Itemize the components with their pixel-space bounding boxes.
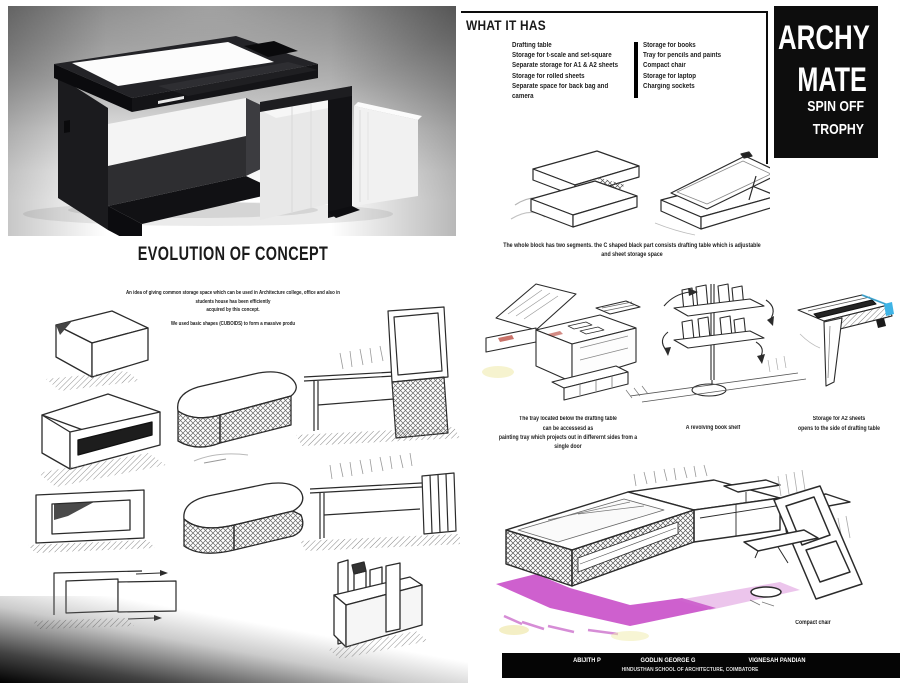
sketch-storage-unit: [482, 283, 641, 401]
desk-3d-render: [23, 36, 422, 236]
sketch-cuboid: [46, 310, 149, 391]
evolution-paragraph-1: An idea of giving common storage space w…: [125, 290, 341, 314]
feature-item: Separate storage for A1 & A2 sheets: [512, 62, 619, 70]
feature-column-divider: [634, 42, 638, 98]
logo-line-spinoff: SPIN OFF: [807, 98, 864, 115]
sketch-desk-side-1: [296, 306, 460, 446]
feature-item: Storage for t-scale and set-square: [512, 52, 612, 60]
what-it-has-heading: WHAT IT HAS: [466, 17, 546, 33]
feature-item: Storage for books: [643, 42, 696, 49]
credit-name-2: GODLIN GEORGE G: [640, 657, 696, 664]
credit-school: HINDUSTHAN SCHOOL OF ARCHITECTURE, COIMB…: [621, 666, 759, 673]
feature-item: Storage for laptop: [643, 72, 697, 80]
sketch-rounded-l: [177, 371, 297, 464]
segment-sketches: [510, 150, 770, 236]
logo-line-archy: ARCHY: [778, 19, 870, 57]
sketch-desk-side-2: [300, 452, 460, 551]
feature-item: Charging sockets: [643, 82, 695, 90]
caption-tray: The tray located below the drafting tabl…: [498, 416, 638, 451]
sketch-frame: [28, 489, 155, 553]
feature-item: Tray for pencils and paints: [643, 52, 722, 60]
final-design-sketches: [496, 464, 863, 641]
feature-list-right: Storage for books Tray for pencils and p…: [643, 41, 763, 92]
evolution-paragraph-2: We used basic shapes (CUBOIDS) to form a…: [170, 321, 296, 327]
logo-line-mate: MATE: [797, 61, 867, 99]
bottom-left-fade: [0, 596, 468, 683]
caption-segments: The whole block has two segments. the C …: [503, 241, 761, 259]
feature-item: Compact chair: [643, 62, 686, 70]
sketch-revolving-shelf: [625, 283, 807, 403]
feature-list-left: Drafting table Storage for t-scale and s…: [512, 41, 642, 102]
caption-a2-storage: Storage for A2 sheets opens to the side …: [798, 416, 880, 432]
sketch-pill: [183, 482, 304, 554]
credit-name-1: ABIJITH P: [573, 657, 601, 664]
archy-mate-logo: ARCHY MATE SPIN OFF TROPHY: [774, 6, 878, 158]
render-backdrop: [8, 6, 456, 236]
feature-item: Drafting table: [512, 42, 552, 49]
logo-left-rule: [766, 11, 768, 164]
sketch-two-segments: [510, 150, 640, 228]
caption-chair: Compact chair: [795, 620, 831, 626]
desk-magenta-glow: [496, 574, 800, 641]
feature-item: Separate space for back bag and camera: [512, 82, 609, 101]
sketch-compact-chair: [743, 469, 863, 607]
sketch-a2-storage: [797, 294, 894, 387]
sketch-c-box: [38, 393, 166, 487]
evolution-heading: EVOLUTION OF CONCEPT: [23, 244, 443, 266]
component-sketches: [482, 283, 894, 403]
feature-item: Storage for rolled sheets: [512, 72, 585, 80]
top-rule: [461, 11, 767, 13]
credit-name-3: VIGNESAH PANDIAN: [748, 657, 806, 664]
credits-bar: ABIJITH P GODLIN GEORGE G VIGNESAH PANDI…: [502, 653, 900, 678]
sketch-tilt-table: [654, 151, 770, 236]
logo-line-trophy: TROPHY: [812, 121, 864, 138]
caption-bookshelf: A revolving book shelf: [685, 425, 741, 431]
evolution-heading-text: EVOLUTION OF CONCEPT: [137, 244, 329, 265]
